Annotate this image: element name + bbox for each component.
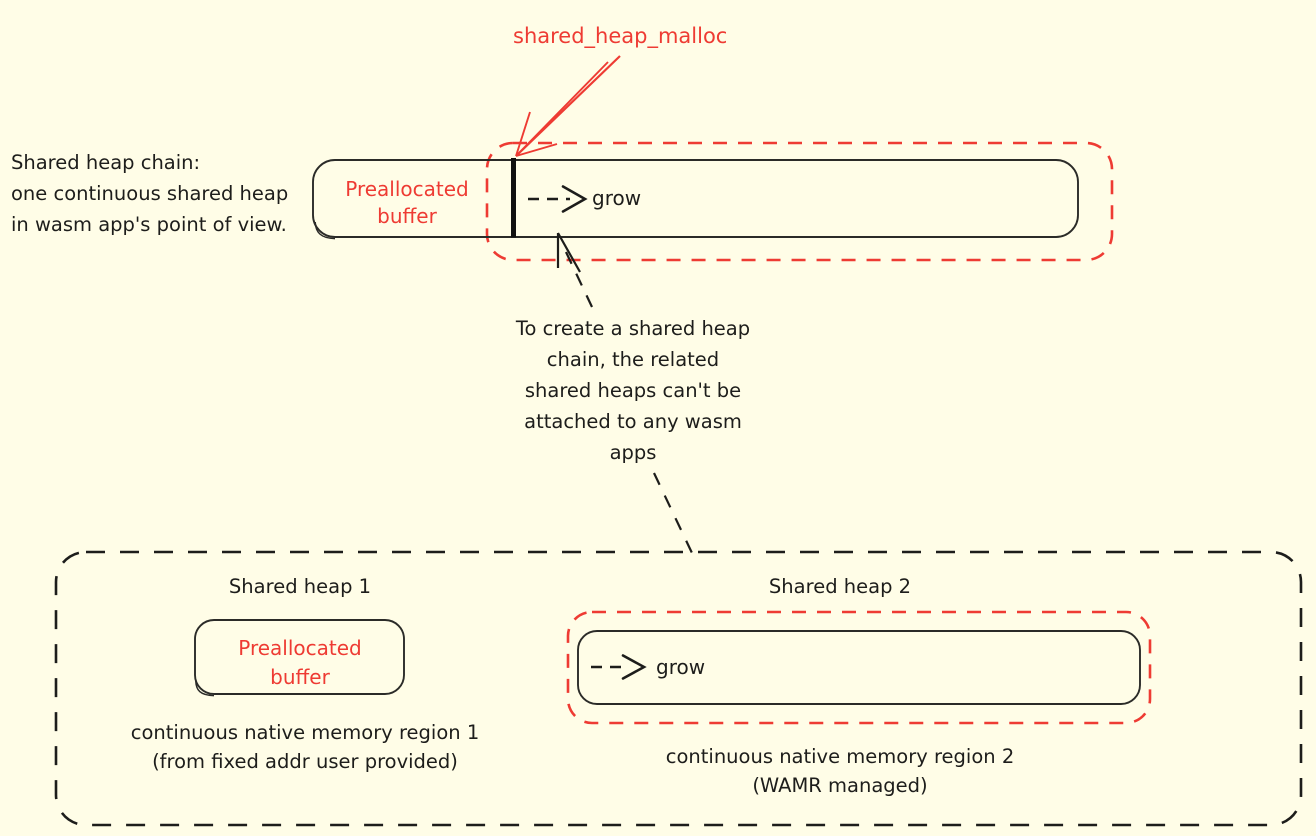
shared-heap-1-title: Shared heap 1 <box>228 575 372 598</box>
note-pointer-arrowhead <box>556 232 581 273</box>
shared-heap-chain-note: Shared heap chain: one continuous shared… <box>11 151 289 236</box>
malloc-pointer-arrow <box>515 55 621 157</box>
top-preallocated-buffer-label: Preallocated buffer <box>345 177 469 228</box>
shared-heap-2-title: Shared heap 2 <box>768 575 912 598</box>
shared-heap-chain-constraint-note: To create a shared heap chain, the relat… <box>515 317 751 464</box>
heap2-grow-arrow-head <box>621 654 647 680</box>
top-grow-label: grow <box>592 186 642 210</box>
heap2-region-caption: continuous native memory region 2 (WAMR … <box>665 745 1015 797</box>
top-red-dashed-region <box>485 141 1114 262</box>
top-grow-arrow-head <box>561 185 588 213</box>
heap1-preallocated-buffer-label: Preallocated buffer <box>238 636 362 689</box>
heap2-grow-label: grow <box>656 655 706 679</box>
top-heap-box-left-accent <box>314 221 336 240</box>
malloc-pointer-arrowhead <box>515 61 609 157</box>
note-to-container-connector <box>653 472 693 554</box>
note-pointer-tail <box>565 251 593 308</box>
shared-heap-malloc-label: shared_heap_malloc <box>513 24 728 48</box>
heap1-region-caption: continuous native memory region 1 (from … <box>130 721 480 773</box>
